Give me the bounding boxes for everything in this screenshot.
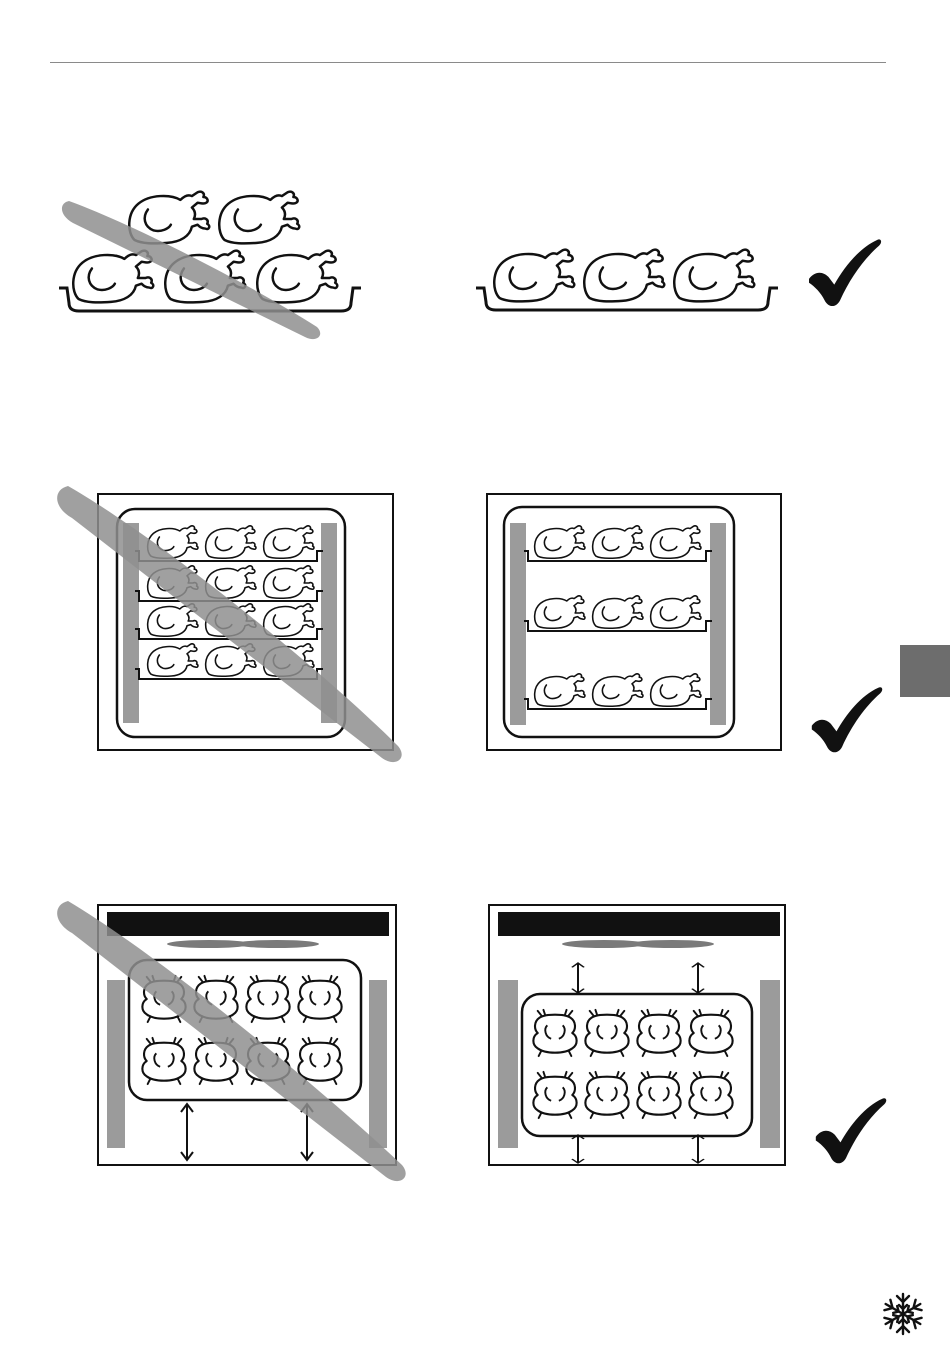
spaced-shelves-correct [486, 493, 782, 751]
cross-out-slash-icon [55, 195, 335, 345]
top-rule [50, 62, 886, 63]
cross-out-slash-icon [52, 895, 412, 1190]
single-layer-birds-correct [472, 240, 782, 320]
cross-out-slash-icon [52, 480, 412, 770]
check-mark-icon [805, 238, 883, 308]
snowflake-icon [880, 1291, 926, 1337]
check-mark-icon [808, 685, 884, 755]
check-mark-icon [812, 1096, 888, 1166]
tray-centered-correct [488, 904, 786, 1166]
side-tab-marker [900, 645, 950, 697]
